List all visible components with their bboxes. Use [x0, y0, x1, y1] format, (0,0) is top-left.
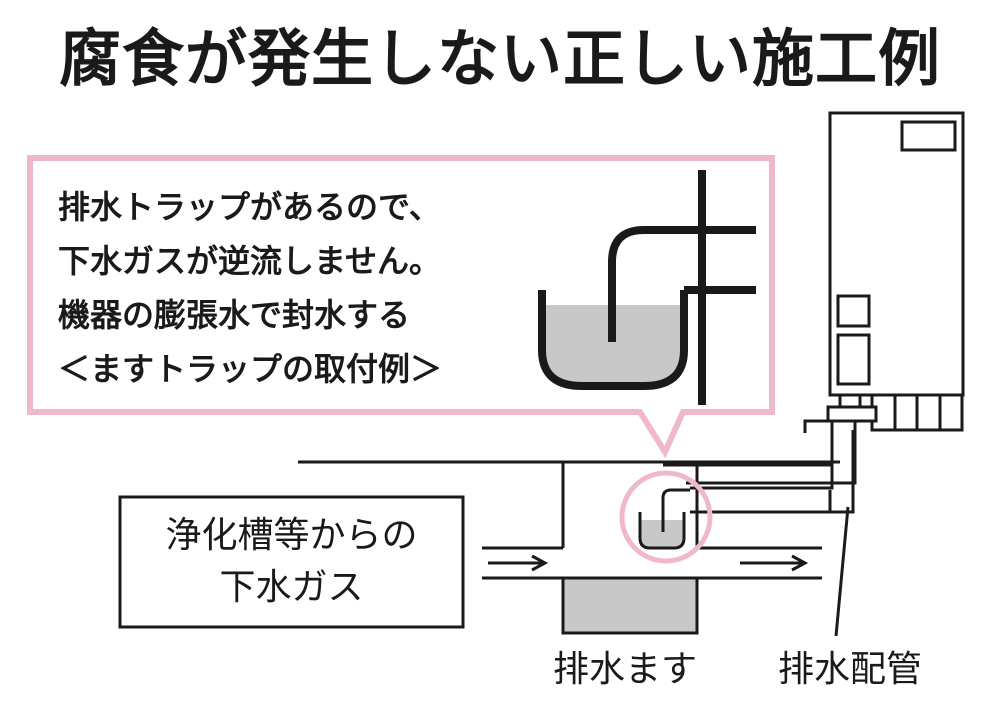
- trap-detail: [538, 170, 756, 405]
- arrow-in: [488, 554, 549, 572]
- basin-sump: [561, 576, 699, 635]
- heater-port: [838, 393, 862, 409]
- heater-box-2: [836, 333, 871, 386]
- drain-piping: [663, 419, 857, 514]
- callout-line: 機器の膨張水で封水する: [58, 296, 411, 334]
- trap-cup: [538, 290, 688, 390]
- basin-trap: [638, 488, 690, 550]
- flow-arrows: [488, 554, 809, 572]
- callout-text: 排水トラップがあるので、 下水ガスが逆流しません。 機器の膨張水で封水する ＜ま…: [58, 180, 578, 396]
- callout-line: ＜ますトラップの取付例＞: [58, 350, 443, 388]
- arrow-out: [740, 554, 809, 572]
- gas-label-box: [118, 495, 465, 629]
- callout-line: 排水トラップがあるので、: [58, 188, 441, 226]
- trap-water: [542, 305, 684, 386]
- water-heater: [826, 111, 965, 432]
- sewer-gas-label: 浄化槽等からの 下水ガス: [120, 497, 463, 627]
- trap-inner-pipe: [608, 226, 756, 342]
- heater-box-1: [836, 294, 871, 328]
- callout-line: 下水ガスが逆流しません。: [58, 242, 442, 280]
- sewer-gas-line-1: 浄化槽等からの: [165, 515, 418, 556]
- sewer-gas-line-2: 下水ガス: [219, 567, 364, 608]
- highlight-circle: [619, 470, 713, 564]
- basin-trap-water: [640, 520, 684, 548]
- page-title: 腐食が発生しない正しい施工例: [58, 22, 941, 95]
- heater-outlet: [826, 405, 878, 423]
- drain-basin-label: 排水ます: [553, 649, 698, 690]
- drain-pipe-label: 排水配管: [778, 649, 923, 690]
- drain-pipe-leader: [834, 506, 850, 637]
- heater-panel: [900, 120, 957, 152]
